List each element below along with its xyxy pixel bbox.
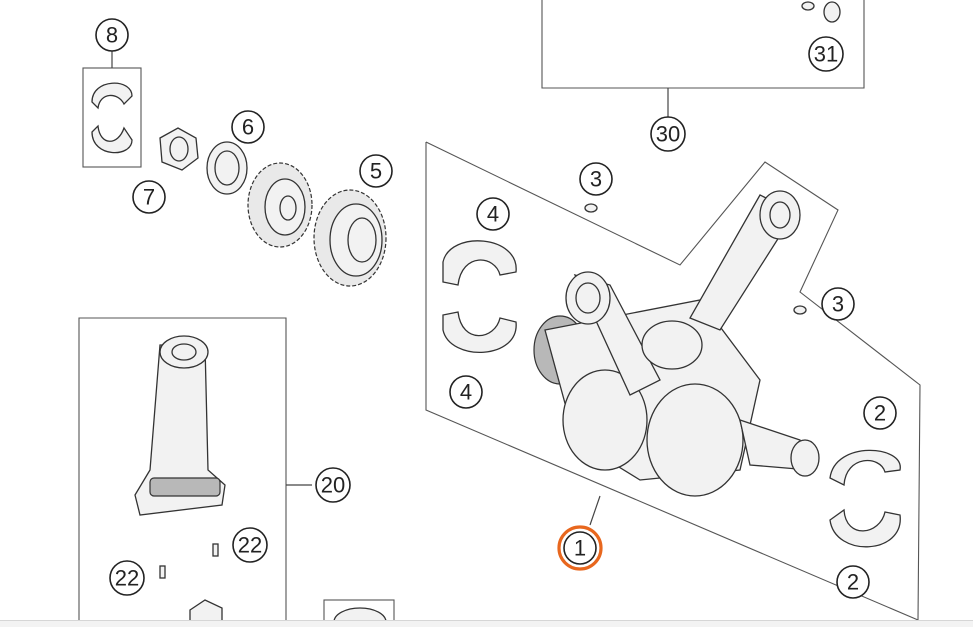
callout-1-hotspot[interactable]: 1 [557,525,603,571]
callout-30-text: 30 [656,122,680,147]
pin-3-right [793,305,807,315]
callout-2-bottom-text: 2 [847,570,859,595]
callout-1-text: 1 [574,536,586,561]
callout-8-text: 8 [106,23,118,48]
callout-30: 30 [650,116,686,152]
group-box-8 [82,50,142,168]
callout-31: 31 [808,36,844,72]
callout-7-text: 7 [143,185,155,210]
callout-22-left: 22 [109,560,145,596]
callout-22-right-text: 22 [238,533,262,558]
bottom-divider [0,620,973,627]
callout-3-top: 3 [579,162,613,196]
callout-3-right: 3 [821,287,855,321]
bearing-shells-4 [442,240,517,353]
callout-6: 6 [231,110,265,144]
crankshaft-assembly [533,190,820,497]
callout-20-text: 20 [321,473,345,498]
callout-31-text: 31 [814,42,838,67]
callout-22-left-text: 22 [115,566,139,591]
callout-5-text: 5 [370,159,382,184]
group-box-20 [78,317,312,626]
bearing-shells-2 [829,449,901,548]
callout-4-top-text: 4 [487,202,499,227]
callout-22-right: 22 [232,527,268,563]
callout-20: 20 [315,467,351,503]
callout-4-top: 4 [476,197,510,231]
group-outline-1 [425,141,921,621]
callout-4-bottom-text: 4 [460,380,472,405]
callout-2-top-text: 2 [874,401,886,426]
nut-7 [159,127,199,171]
gear-5 [313,189,387,287]
callout-3-top-text: 3 [590,167,602,192]
highlight-ring [557,525,603,571]
sprocket [247,162,313,248]
callout-7: 7 [132,180,166,214]
callout-5: 5 [359,154,393,188]
washer-6 [206,141,248,195]
callout-3-right-text: 3 [832,292,844,317]
group-box-30 [541,0,865,118]
callout-4-bottom: 4 [449,375,483,409]
callout-2-bottom: 2 [836,565,870,599]
callout-2-top: 2 [863,396,897,430]
pin-3-top [584,203,598,213]
callout-6-text: 6 [242,115,254,140]
callout-8: 8 [95,18,129,52]
